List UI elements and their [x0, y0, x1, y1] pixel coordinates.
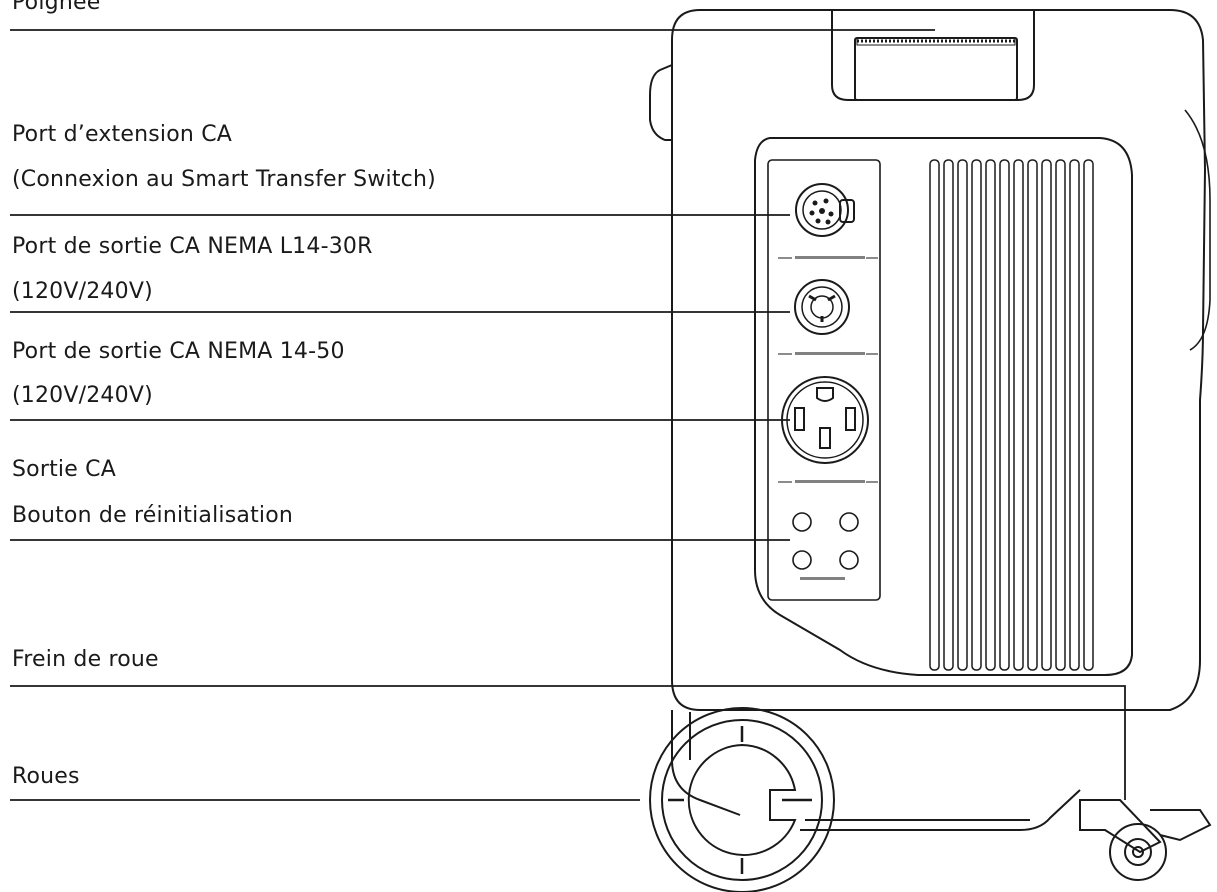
side-panel: [754, 137, 1133, 676]
label-ac-expansion-port-note: (Connexion au Smart Transfer Switch): [12, 167, 436, 192]
label-wheel-brake: Frein de roue: [12, 647, 159, 672]
ac-expansion-port: [795, 183, 855, 237]
handle-grip: [856, 37, 1016, 46]
label-nema-14-50-port: Port de sortie CA NEMA 14-50: [12, 339, 345, 364]
l14-30r-port: [794, 279, 850, 335]
vent-slots: [929, 159, 1094, 671]
leader-lines: [10, 29, 1126, 801]
label-l14-30r-port: Port de sortie CA NEMA L14-30R: [12, 234, 373, 259]
label-l14-30r-voltage: (120V/240V): [12, 279, 153, 304]
wheel: [649, 707, 835, 892]
label-ac-expansion-port: Port d’extension CA: [12, 122, 233, 147]
label-nema-14-50-voltage: (120V/240V): [12, 383, 153, 408]
handle: [831, 10, 1035, 101]
label-reset-button: Bouton de réinitialisation: [12, 503, 294, 528]
leader-wheel-brake: [10, 685, 1126, 800]
reset-buttons: [792, 512, 859, 570]
caster-wheel: [1079, 799, 1212, 881]
nema-14-50-port: [781, 376, 869, 464]
device-body: [649, 9, 1211, 711]
port-strip: [767, 159, 881, 601]
label-handle: Poignée: [12, 0, 101, 15]
label-ac-output: Sortie CA: [12, 457, 116, 482]
label-wheels: Roues: [12, 764, 80, 789]
base: [671, 710, 1081, 831]
